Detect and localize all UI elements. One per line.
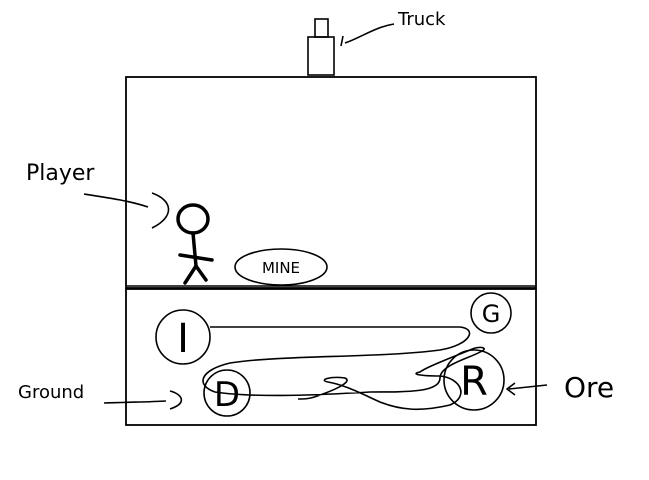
ground-pointer-curve [169, 390, 183, 410]
ore-d-circle [203, 369, 251, 417]
truck-label: Truck [397, 9, 446, 30]
mine-button-label: MINE [262, 259, 300, 277]
player-pointer-line [83, 193, 149, 208]
ore-g[interactable]: G [470, 292, 512, 334]
player-head [176, 203, 210, 235]
mine-button[interactable]: MINE [234, 248, 328, 286]
ore-i-letter: I [177, 316, 189, 362]
ore-d[interactable]: D [203, 369, 251, 417]
ground-label: Ground [18, 382, 84, 403]
player-label: Player [26, 161, 95, 186]
ore-r[interactable]: R [443, 349, 505, 411]
truck-cab [314, 18, 329, 38]
ore-d-letter: D [214, 375, 240, 415]
truck-body [307, 36, 335, 76]
player-body [191, 231, 198, 268]
truck [307, 18, 335, 76]
ground-pointer-line [103, 400, 167, 404]
player-legs [183, 264, 208, 285]
ore-pointer-arrow [506, 382, 548, 396]
player-arms [178, 253, 214, 262]
player-pointer-curve [151, 192, 170, 229]
ore-r-letter: R [460, 359, 488, 405]
ground-area [125, 288, 537, 426]
tunnel-path [202, 326, 485, 411]
ore-i-circle [155, 309, 211, 365]
ore-label: Ore [564, 371, 614, 404]
ore-r-circle [443, 349, 505, 411]
ore-i[interactable]: I [155, 309, 211, 365]
ore-g-letter: G [482, 300, 501, 328]
ore-g-circle [470, 292, 512, 334]
truck-pointer-arrow [340, 23, 395, 47]
surface-area [125, 76, 537, 289]
player-stick-figure[interactable] [176, 203, 214, 285]
mine-button-outline [234, 248, 328, 286]
